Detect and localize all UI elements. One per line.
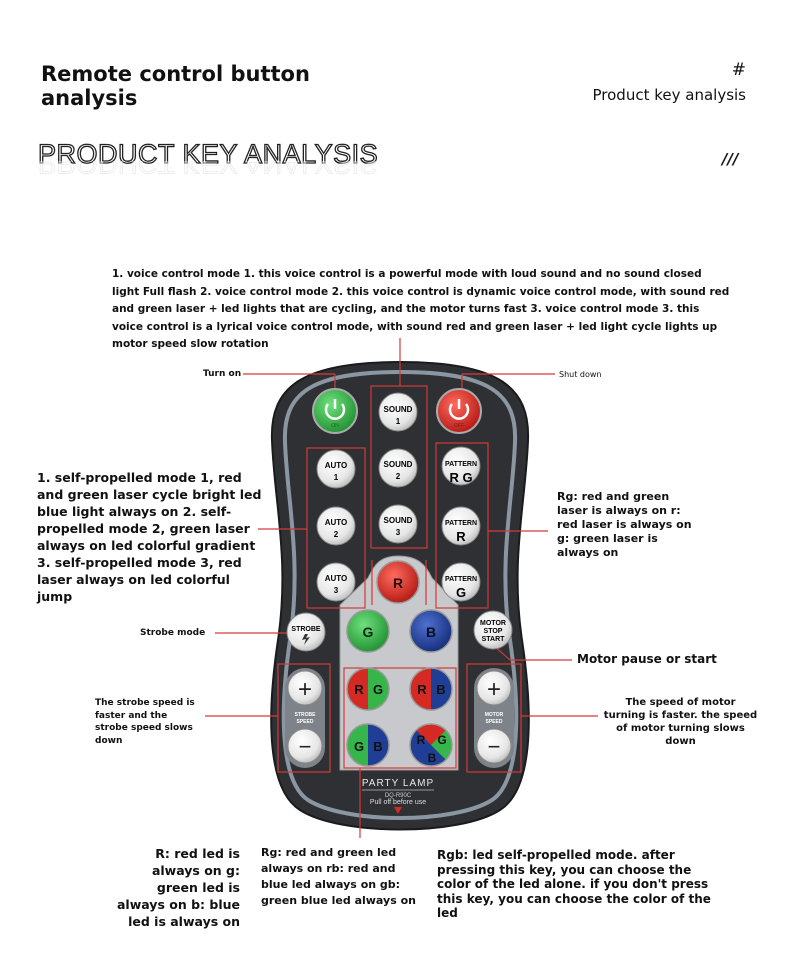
callout-rgb-mode: Rgb: led self-propelled mode. after pres… xyxy=(437,848,711,920)
motor-stop-start-button: MOTOR STOP START xyxy=(473,610,513,650)
svg-text:AUTO: AUTO xyxy=(325,574,348,583)
motor-speed-minus-button: − xyxy=(476,728,512,764)
svg-text:B: B xyxy=(436,682,445,697)
callout-auto-modes: 1. self-propelled mode 1, red and green … xyxy=(37,470,262,604)
callout-pattern-modes: Rg: red and green laser is always on r: … xyxy=(557,490,692,559)
color-g-button: G xyxy=(346,609,390,653)
svg-text:2: 2 xyxy=(396,472,401,481)
model-label: DQ-R90C xyxy=(385,793,412,799)
svg-text:SOUND: SOUND xyxy=(384,460,413,469)
big-heading: PRODUCT KEY ANALYSIS xyxy=(37,138,379,169)
callout-combo-leds: Rg: red and green led always on rb: red … xyxy=(261,846,416,907)
svg-text:R: R xyxy=(417,682,427,697)
color-rg-button xyxy=(347,668,389,710)
pattern-rg-button: PATTERN R G xyxy=(441,446,481,486)
color-b-button: B xyxy=(409,609,453,653)
power-on-button xyxy=(312,388,358,434)
svg-text:3: 3 xyxy=(334,586,339,595)
svg-text:R: R xyxy=(354,682,364,697)
svg-text:R: R xyxy=(393,575,403,591)
callout-motor-speed: The speed of motor turning is faster. th… xyxy=(603,697,758,747)
svg-text:SOUND: SOUND xyxy=(384,405,413,414)
auto-3-button: AUTO 3 xyxy=(316,562,356,602)
plus-icon: + xyxy=(487,676,501,703)
minus-icon: − xyxy=(488,734,501,759)
svg-text:B: B xyxy=(373,739,382,754)
on-label: ON xyxy=(331,423,339,429)
svg-text:AUTO: AUTO xyxy=(325,461,348,470)
off-label: OFF xyxy=(454,423,464,429)
svg-text:2: 2 xyxy=(334,530,339,539)
hash-mark: # xyxy=(731,60,746,80)
minus-icon: − xyxy=(299,734,312,759)
svg-text:STROBE: STROBE xyxy=(295,712,317,718)
voice-mode-description: 1. voice control mode 1. this voice cont… xyxy=(112,268,730,350)
svg-text:START: START xyxy=(482,636,506,643)
svg-text:G: G xyxy=(363,624,374,640)
svg-text:1: 1 xyxy=(396,417,401,426)
pattern-g-button: PATTERN G xyxy=(441,562,481,602)
svg-text:MOTOR: MOTOR xyxy=(480,620,506,627)
color-rgb-button xyxy=(410,724,452,766)
svg-text:PATTERN: PATTERN xyxy=(445,461,477,468)
power-off-button xyxy=(436,388,482,434)
svg-text:STROBE: STROBE xyxy=(291,626,321,633)
svg-text:SOUND: SOUND xyxy=(384,516,413,525)
strobe-speed-plus-button: + xyxy=(287,670,323,706)
brand-label: PARTY LAMP xyxy=(362,778,434,789)
sound-3-button: SOUND 3 xyxy=(378,504,418,544)
svg-text:R: R xyxy=(456,529,466,544)
callout-motor-pause: Motor pause or start xyxy=(577,652,717,666)
svg-text:PATTERN: PATTERN xyxy=(445,520,477,527)
power-off-icon xyxy=(448,399,470,420)
power-on-icon xyxy=(324,399,346,420)
svg-text:STOP: STOP xyxy=(484,628,503,635)
page-title: Remote control button analysis xyxy=(41,62,310,110)
svg-text:3: 3 xyxy=(396,528,401,537)
svg-text:G: G xyxy=(437,733,446,747)
svg-text:SPEED: SPEED xyxy=(486,719,503,725)
svg-text:AUTO: AUTO xyxy=(325,518,348,527)
svg-text:G: G xyxy=(373,682,383,697)
strobe-button: STROBE xyxy=(286,612,326,652)
svg-text:B: B xyxy=(428,751,437,765)
sound-2-button: SOUND 2 xyxy=(378,448,418,488)
page-subtitle: Product key analysis xyxy=(592,86,746,104)
svg-text:R: R xyxy=(417,733,426,747)
lightning-icon xyxy=(302,634,310,645)
svg-text:G: G xyxy=(354,739,364,754)
color-r-button: R xyxy=(376,560,420,604)
svg-text:PATTERN: PATTERN xyxy=(445,576,477,583)
callout-strobe-mode: Strobe mode xyxy=(140,628,206,638)
auto-2-button: AUTO 2 xyxy=(316,506,356,546)
svg-text:R G: R G xyxy=(449,470,472,485)
color-rb-button xyxy=(410,668,452,710)
plus-icon: + xyxy=(298,676,312,703)
strobe-speed-minus-button: − xyxy=(287,728,323,764)
slash-decoration: /// xyxy=(722,150,739,168)
sound-1-button: SOUND 1 xyxy=(378,392,418,432)
motor-speed-plus-button: + xyxy=(476,670,512,706)
svg-text:SPEED: SPEED xyxy=(297,719,314,725)
pull-arrow-icon xyxy=(394,807,402,814)
svg-text:1: 1 xyxy=(334,473,339,482)
callout-strobe-speed: The strobe speed is faster and the strob… xyxy=(95,698,195,746)
pattern-r-button: PATTERN R xyxy=(441,506,481,546)
callout-single-leds: R: red led is always on g: green led is … xyxy=(116,846,240,929)
auto-1-button: AUTO 1 xyxy=(316,449,356,489)
color-gb-button xyxy=(347,724,389,766)
pull-label: Pull off before use xyxy=(370,799,426,806)
svg-text:G: G xyxy=(456,585,466,600)
callout-shut-down: Shut down xyxy=(559,370,602,379)
svg-text:B: B xyxy=(426,624,436,640)
svg-text:MOTOR: MOTOR xyxy=(485,712,504,718)
callout-turn-on: Turn on xyxy=(203,369,242,379)
